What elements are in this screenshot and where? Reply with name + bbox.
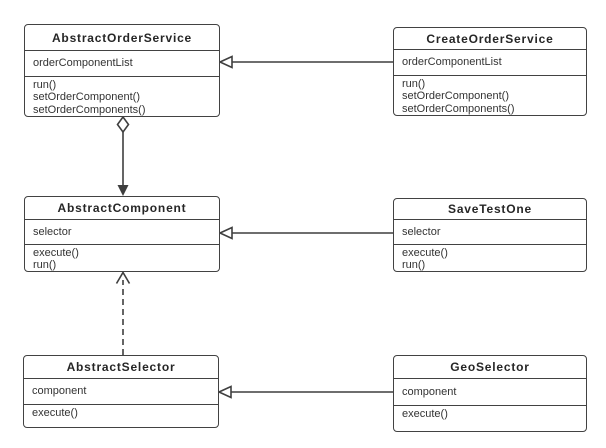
class-method: execute() [402,246,448,259]
class-name: SaveTestOne [448,202,532,217]
aggregation-arrow-abstract-order-service-to-abstract-component [116,115,130,196]
class-method: setOrderComponent() [33,91,140,104]
class-box-save-test-one: SaveTestOne selector execute() run() [393,198,587,272]
class-methods-section: execute() run() [25,243,219,271]
generalization-arrow-save-test-one-to-abstract-component [218,226,393,240]
generalization-arrow-create-order-service-to-abstract-order-service [218,55,393,69]
generalization-arrow-geo-selector-to-abstract-selector [217,385,393,399]
dependency-arrow-abstract-selector-to-abstract-component [115,270,131,355]
class-method: run() [33,259,57,271]
class-method: run() [402,77,426,90]
class-box-create-order-service: CreateOrderService orderComponentList ru… [393,27,587,116]
class-box-geo-selector: GeoSelector component execute() [393,355,587,432]
class-attribute: selector [402,225,441,238]
class-name: CreateOrderService [426,31,554,46]
class-methods-section: execute() [24,403,218,427]
class-attributes-section: selector [394,219,586,243]
class-attributes-section: orderComponentList [394,49,586,74]
class-attribute: component [32,385,87,398]
class-method: execute() [32,406,78,419]
class-methods-section: execute() run() [394,243,586,271]
class-attributes-section: component [24,378,218,403]
class-method: run() [33,78,57,91]
class-attributes-section: component [394,378,586,404]
class-box-abstract-component: AbstractComponent selector execute() run… [24,196,220,272]
class-method: execute() [33,246,79,259]
class-attribute: orderComponentList [402,56,502,69]
class-attributes-section: selector [25,219,219,243]
class-name: AbstractComponent [57,201,187,216]
class-method: run() [402,259,426,271]
class-attributes-section: orderComponentList [25,50,219,75]
class-method: execute() [402,407,448,420]
class-methods-section: run() setOrderComponent() setOrderCompon… [25,75,219,116]
class-methods-section: execute() [394,404,586,431]
class-box-abstract-selector: AbstractSelector component execute() [23,355,219,428]
class-method: setOrderComponent() [402,90,509,103]
class-name: AbstractSelector [66,360,176,375]
class-method: setOrderComponents() [33,103,146,116]
class-attribute: orderComponentList [33,57,133,70]
class-attribute: component [402,385,457,398]
class-methods-section: run() setOrderComponent() setOrderCompon… [394,74,586,115]
class-box-abstract-order-service: AbstractOrderService orderComponentList … [24,24,220,117]
class-attribute: selector [33,225,72,238]
class-name: AbstractOrderService [51,30,193,45]
class-method: setOrderComponents() [402,102,515,115]
class-name: GeoSelector [450,360,530,375]
